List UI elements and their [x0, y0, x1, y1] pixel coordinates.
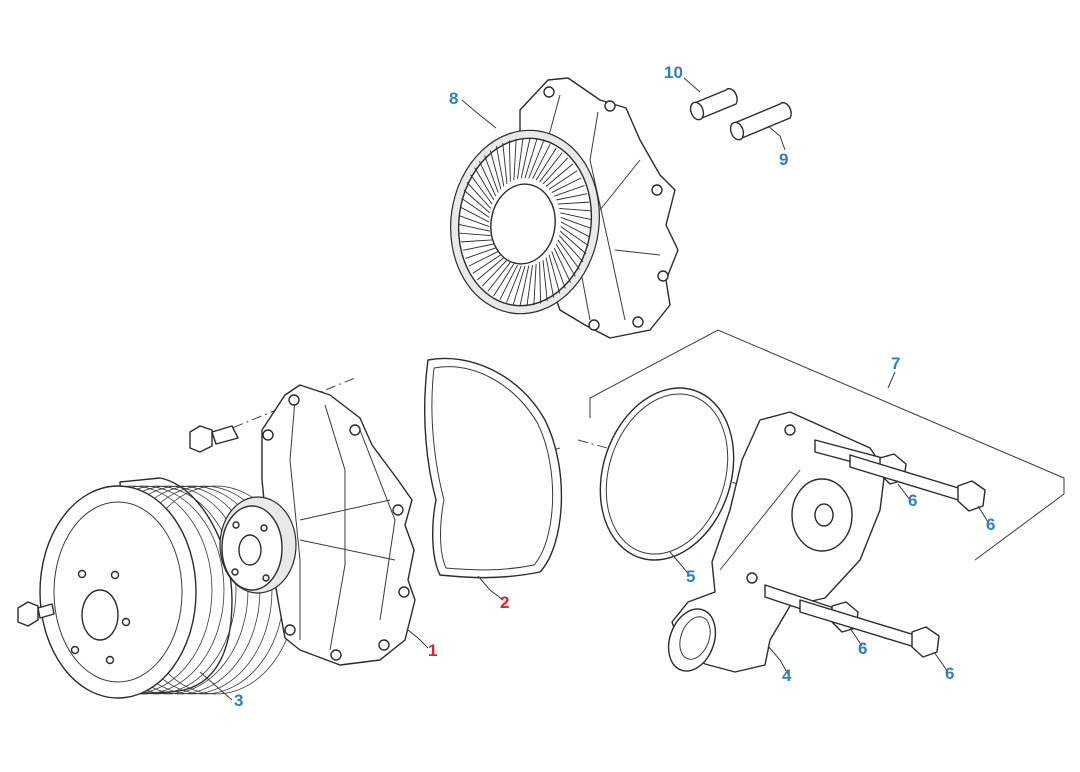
fan-fin [474, 167, 495, 201]
fan-fin [493, 263, 515, 297]
fan-fin [470, 174, 493, 205]
fan-fin [560, 221, 591, 238]
stud-bolts-6 [764, 439, 986, 658]
fan-fin [559, 207, 591, 212]
fan-fin [461, 198, 490, 218]
leader-lines [199, 77, 989, 701]
fan-fin [551, 251, 566, 289]
fan-fin [548, 254, 561, 294]
fan-fin [466, 181, 492, 209]
fan-fin [557, 239, 580, 270]
callout-6a: 6 [908, 491, 918, 510]
fan-fin [535, 147, 557, 181]
dowel-pin-9 [729, 101, 792, 141]
fan-fin [459, 206, 490, 223]
assembly-bracket [589, 329, 1065, 561]
fan-fin [463, 189, 491, 214]
o-ring-5 [599, 387, 735, 561]
fan-fin [520, 138, 531, 179]
fan-fin [479, 161, 497, 197]
fan-fin [476, 257, 505, 281]
fan-fin [539, 262, 542, 304]
fan-fin [460, 239, 493, 243]
callout-6b: 6 [986, 515, 996, 534]
fan-clutch-housing-8 [450, 77, 679, 339]
fan-fin [465, 247, 497, 259]
callout-10: 10 [664, 63, 683, 82]
callout-1: 1 [428, 641, 438, 660]
pump-cover-4 [667, 411, 886, 673]
fan-fin [539, 152, 563, 183]
fan-fin [468, 251, 499, 267]
fan-fin [526, 264, 533, 307]
fan-fin [506, 265, 522, 303]
callout-6d: 6 [945, 664, 955, 683]
fan-fin [472, 254, 502, 274]
fan-fin [495, 146, 505, 187]
fan-fin [517, 137, 524, 180]
fan-fin [502, 142, 508, 184]
dowel-pin-10 [689, 87, 738, 121]
callout-8: 8 [449, 89, 459, 108]
callout-5: 5 [686, 567, 696, 586]
callout-9: 9 [779, 150, 789, 169]
fan-fin [548, 170, 578, 190]
fan-fin [513, 138, 517, 181]
fan-fin [528, 141, 544, 179]
fan-fin [489, 150, 502, 190]
fan-fin [557, 201, 590, 205]
fan-fin [542, 260, 548, 302]
pulley-3 [39, 477, 297, 699]
fan-fin [462, 243, 494, 251]
fan-fin [484, 155, 499, 193]
fan-fin [508, 140, 511, 182]
fan-fin [553, 247, 571, 283]
callout-2: 2 [500, 593, 510, 612]
fan-fin [542, 157, 569, 185]
fan-fin [532, 144, 551, 180]
fan-fin [458, 224, 490, 232]
callout-7: 7 [891, 354, 901, 373]
water-pump-body-1 [219, 384, 416, 666]
fan-fin [545, 163, 574, 187]
callout-3: 3 [234, 691, 244, 710]
gasket-2 [424, 357, 563, 579]
hex-bolt-top [189, 425, 239, 453]
fan-fin [519, 265, 530, 306]
pulley-bolt [17, 601, 55, 627]
fan-fin [459, 215, 490, 228]
fan-fin [555, 243, 576, 277]
callout-6c: 6 [858, 639, 868, 658]
fan-fin [533, 263, 537, 306]
fan-fin [487, 261, 511, 292]
fan-fin [558, 235, 584, 263]
fan-fin [560, 226, 589, 246]
fan-fin [551, 177, 582, 193]
fan-fin [556, 193, 588, 201]
fan-fin [512, 265, 526, 305]
fan-fin [545, 257, 555, 298]
callout-4: 4 [782, 666, 792, 685]
fan-fin [560, 212, 592, 220]
fan-fin [559, 230, 587, 255]
fan-fin [524, 139, 538, 179]
fan-fin [499, 264, 518, 300]
fan-fin [481, 259, 508, 287]
fan-fin [560, 216, 591, 229]
fan-fins [458, 137, 592, 307]
fan-fin [553, 185, 585, 197]
fan-fin [459, 232, 491, 237]
